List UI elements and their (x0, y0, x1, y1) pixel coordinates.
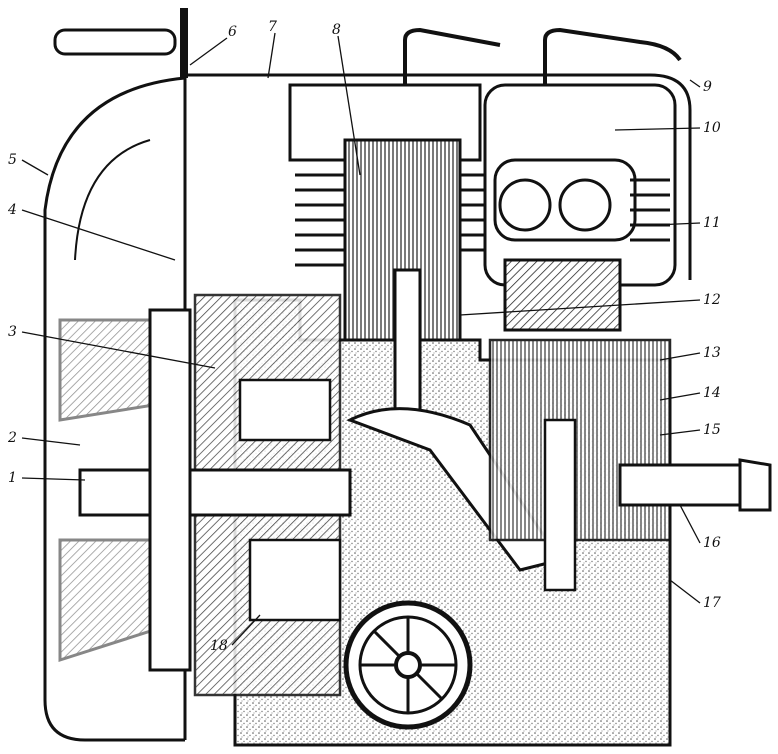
callout-16: 16 (703, 535, 721, 551)
callout-5: 5 (8, 152, 17, 168)
callout-1: 1 (8, 470, 17, 486)
fan-rotor (58, 308, 192, 672)
callout-14: 14 (703, 385, 721, 401)
callout-labels: 1 2 3 4 5 6 7 8 9 10 11 12 13 14 15 16 1… (7, 19, 721, 654)
callout-17: 17 (703, 595, 721, 611)
callout-8: 8 (332, 22, 341, 38)
main-shaft (78, 458, 772, 517)
callout-12: 12 (703, 292, 721, 308)
callout-10: 10 (703, 120, 721, 136)
cylinder-head-valves (483, 83, 677, 332)
callout-13: 13 (703, 345, 721, 361)
callout-4: 4 (7, 202, 17, 218)
gear-train-right (488, 338, 672, 592)
callout-15: 15 (703, 422, 721, 438)
leader-lines (21, 32, 701, 646)
callout-11: 11 (703, 215, 721, 231)
oil-pump-wheel (343, 600, 473, 730)
lever-handle (53, 8, 188, 78)
callout-2: 2 (7, 430, 17, 446)
callout-3: 3 (8, 324, 17, 340)
callout-6: 6 (228, 24, 237, 40)
callout-18: 18 (210, 638, 228, 654)
callout-7: 7 (268, 19, 277, 35)
spark-plug-leads (403, 27, 682, 110)
callout-9: 9 (703, 79, 712, 95)
